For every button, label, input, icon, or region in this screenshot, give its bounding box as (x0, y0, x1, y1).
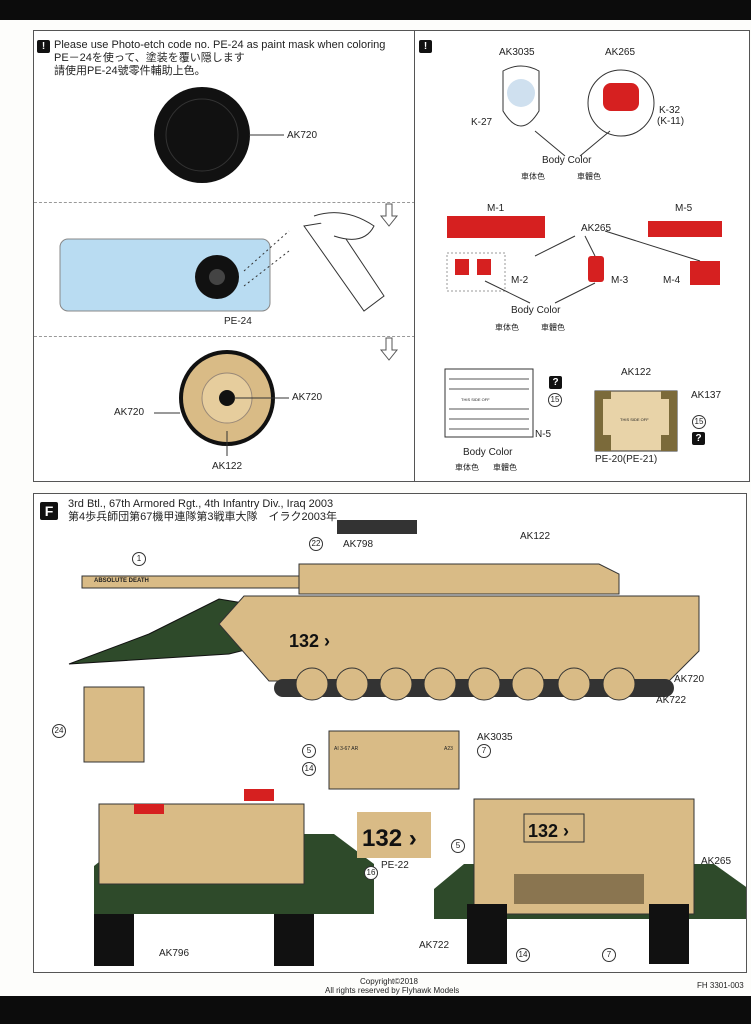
decal-number: 15 (548, 393, 562, 407)
label-pe20: PE-20(PE-21) (595, 454, 658, 465)
label-body-cn: 車體色 (493, 463, 517, 472)
decal-text: THIS SIDE OFF (620, 417, 649, 422)
note-jp: PE－24を使って、塗装を覆い隠します (54, 52, 245, 64)
label-m3: M-3 (611, 275, 629, 286)
label-body-jp: 車体色 (495, 323, 519, 332)
label-body-cn: 車體色 (577, 172, 601, 181)
decal-number: 22 (309, 537, 323, 551)
question-icon: ? (549, 376, 562, 389)
panel-scheme-f: F 3rd Btl., 67th Armored Rgt., 4th Infan… (33, 493, 747, 973)
svg-text:132 ›: 132 › (362, 825, 417, 852)
warning-icon: ! (37, 40, 50, 53)
decal-number: 16 (364, 866, 378, 880)
label-ak720: AK720 (114, 407, 145, 418)
rights: All rights reserved by Flyhawk Models (325, 986, 460, 995)
paint-mask-illustration (59, 87, 399, 456)
bumper-code: A23 (444, 746, 453, 752)
label-body-color: Body Color (511, 305, 561, 316)
label-body-cn: 車體色 (541, 323, 565, 332)
scan-border-bottom (0, 996, 751, 1024)
tank-illustrations: 132 › 132 › 132 › (68, 520, 746, 966)
label-k32: K-32 (659, 105, 681, 116)
scheme-letter: F (40, 502, 58, 520)
decal-number: 1 (132, 552, 146, 566)
label-ak3035: AK3035 (477, 732, 513, 743)
scan-border-top (0, 0, 751, 20)
label-ak3035: AK3035 (499, 47, 535, 58)
label-ak137: AK137 (691, 390, 722, 401)
panel-paint-mask: ! Please use Photo-etch code no. PE-24 a… (33, 30, 416, 482)
question-icon: ? (692, 432, 705, 445)
copyright: Copyright©2018 (360, 977, 418, 986)
label-ak265: AK265 (605, 47, 636, 58)
label-body-jp: 車体色 (521, 172, 545, 181)
divider (34, 336, 415, 337)
label-ak722: AK722 (656, 695, 687, 706)
label-ak798: AK798 (343, 539, 374, 550)
label-m5: M-5 (675, 203, 693, 214)
label-k27: K-27 (471, 117, 493, 128)
note-cn: 請使用PE-24號零件輔助上色。 (54, 65, 206, 77)
label-ak122: AK122 (520, 531, 551, 542)
label-m2: M-2 (511, 275, 529, 286)
label-ak796: AK796 (159, 948, 190, 959)
label-k11: (K-11) (657, 116, 685, 127)
decal-text: THIS SIDE OFF (461, 397, 490, 402)
label-ak720: AK720 (287, 130, 318, 141)
label-ak720: AK720 (674, 674, 705, 685)
decal-number: 15 (692, 415, 706, 429)
parts-illustration (444, 65, 722, 452)
decal-number: 14 (302, 762, 316, 776)
scheme-title-jp: 第4歩兵師団第67機甲連隊第3戦車大隊 イラク2003年 (68, 511, 337, 523)
note-en: Please use Photo-etch code no. PE-24 as … (54, 39, 386, 51)
decal-number: 5 (451, 839, 465, 853)
panel-parts-colors: ! AK3035 AK265 K-27 K-32 (K-11) Body Col… (414, 30, 750, 482)
label-ak122: AK122 (212, 461, 243, 472)
decal-number: 14 (516, 948, 530, 962)
label-ak122: AK122 (621, 367, 652, 378)
barrel-marking: ABSOLUTE DEATH (94, 578, 149, 584)
bumper-code: AI 3-67 AR (334, 746, 359, 752)
svg-text:132 ›: 132 › (528, 821, 569, 841)
label-pe22: PE-22 (381, 860, 409, 871)
label-body-color: Body Color (542, 155, 592, 166)
svg-text:132 ›: 132 › (289, 631, 330, 651)
label-body-color: Body Color (463, 447, 513, 458)
label-body-jp: 車体色 (455, 463, 479, 472)
warning-icon: ! (419, 40, 432, 53)
label-ak720: AK720 (292, 392, 323, 403)
label-m1: M-1 (487, 203, 505, 214)
label-m4: M-4 (663, 275, 681, 286)
label-ak265: AK265 (581, 223, 612, 234)
divider (34, 202, 415, 203)
label-ak265: AK265 (701, 856, 732, 867)
label-ak722: AK722 (419, 940, 450, 951)
decal-number: 7 (602, 948, 616, 962)
page-code: FH 3301-003 (697, 981, 744, 990)
decal-number: 5 (302, 744, 316, 758)
scheme-title-en: 3rd Btl., 67th Armored Rgt., 4th Infantr… (68, 498, 334, 510)
label-n5: N-5 (535, 429, 552, 440)
label-pe24: PE-24 (224, 316, 252, 327)
decal-number: 7 (477, 744, 491, 758)
decal-number: 24 (52, 724, 66, 738)
